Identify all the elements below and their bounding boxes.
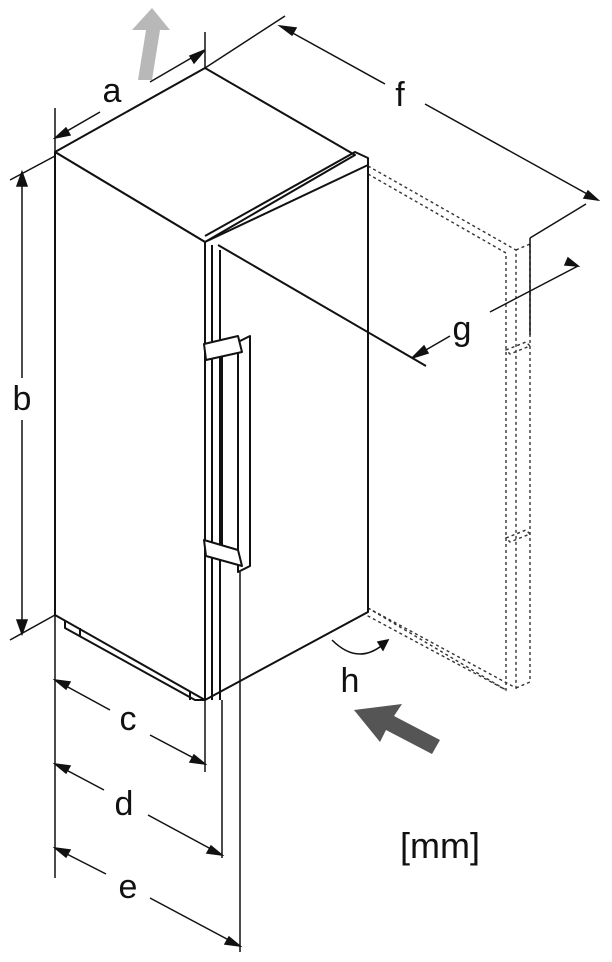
fridge-door [204,164,369,701]
dimension-label-g: g [453,310,472,348]
door-handle [203,335,251,573]
intake-arrow-icon [354,704,440,754]
dimension-label-e: e [119,868,138,906]
dimension-label-a: a [103,72,122,110]
dimension-label-d: d [115,785,134,823]
dimension-label-h: h [341,662,360,700]
open-door-outline [367,164,532,692]
dimension-label-b: b [13,380,32,418]
dimension-lines [9,15,601,952]
fridge-side [54,151,206,701]
dimension-label-c: c [120,700,137,738]
fridge-body [54,67,369,701]
exhaust-up-arrow-icon [132,8,170,80]
dimension-label-f: f [395,76,405,114]
unit-label: [mm] [400,825,480,866]
door-depth-line [217,244,427,367]
